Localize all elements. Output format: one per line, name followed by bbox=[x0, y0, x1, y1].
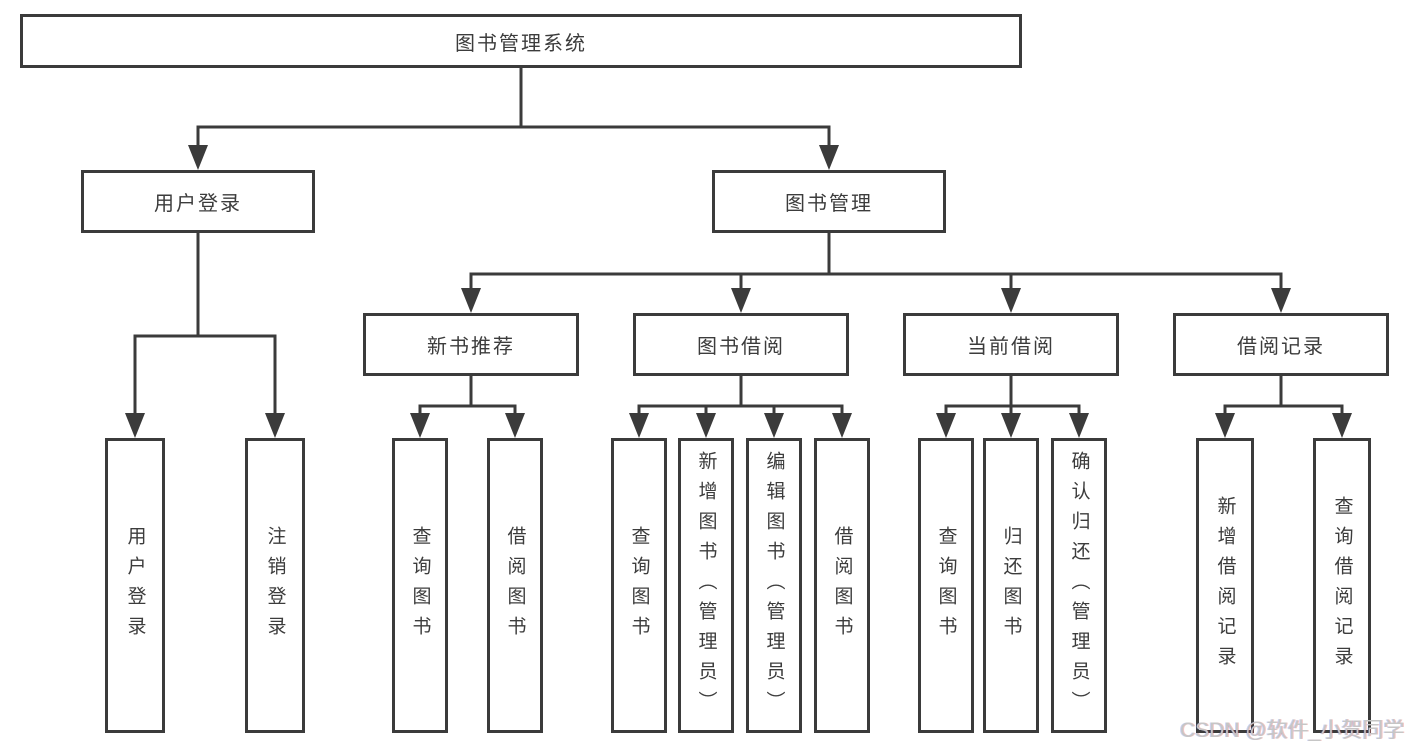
leaf-confirm-return-admin-label: 确认归还（管理员） bbox=[1068, 450, 1090, 721]
leaf-return-books-label: 归还图书 bbox=[1000, 525, 1022, 646]
node-user-login: 用户登录 bbox=[81, 170, 315, 233]
connector-borrow-records-to-leaves bbox=[1215, 374, 1352, 438]
node-new-book-recommend: 新书推荐 bbox=[363, 313, 579, 376]
node-new-book-recommend-label: 新书推荐 bbox=[427, 336, 515, 358]
leaf-borrow-books-label: 借阅图书 bbox=[831, 525, 853, 646]
connector-user-login-to-leaves bbox=[125, 231, 285, 438]
leaf-edit-books-admin: 编辑图书（管理员） bbox=[746, 438, 802, 733]
leaf-query-borrow-record: 查询借阅记录 bbox=[1313, 438, 1371, 733]
node-current-borrow: 当前借阅 bbox=[903, 313, 1119, 376]
node-borrow-records-label: 借阅记录 bbox=[1237, 336, 1325, 358]
node-borrow-records: 借阅记录 bbox=[1173, 313, 1389, 376]
connector-current-borrow-to-leaves bbox=[936, 374, 1089, 438]
leaf-query-books-current-label: 查询图书 bbox=[935, 525, 957, 646]
watermark: CSDN @软件_小贺同学 bbox=[1180, 719, 1405, 742]
leaf-borrow-books-recommend: 借阅图书 bbox=[487, 438, 543, 733]
leaf-query-borrow-record-label: 查询借阅记录 bbox=[1331, 495, 1353, 676]
leaf-query-books-recommend-label: 查询图书 bbox=[409, 525, 431, 646]
node-book-borrow-label: 图书借阅 bbox=[697, 336, 785, 358]
leaf-query-books-current: 查询图书 bbox=[918, 438, 974, 733]
leaf-borrow-books: 借阅图书 bbox=[814, 438, 870, 733]
leaf-add-books-admin-label: 新增图书（管理员） bbox=[695, 450, 717, 721]
node-book-management-label: 图书管理 bbox=[785, 193, 873, 215]
connector-new-book-recommend-to-leaves bbox=[410, 374, 525, 438]
leaf-confirm-return-admin: 确认归还（管理员） bbox=[1051, 438, 1107, 733]
connector-book-mgmt-to-level3 bbox=[461, 231, 1291, 313]
connector-book-borrow-to-leaves bbox=[629, 374, 852, 438]
node-current-borrow-label: 当前借阅 bbox=[967, 336, 1055, 358]
leaf-add-borrow-record-label: 新增借阅记录 bbox=[1214, 495, 1236, 676]
leaf-query-books-recommend: 查询图书 bbox=[392, 438, 448, 733]
node-book-borrow: 图书借阅 bbox=[633, 313, 849, 376]
leaf-user-login-label: 用户登录 bbox=[124, 525, 146, 646]
node-root-label: 图书管理系统 bbox=[455, 32, 587, 55]
connector-root-to-level2 bbox=[188, 66, 839, 170]
leaf-user-login: 用户登录 bbox=[105, 438, 165, 733]
node-root: 图书管理系统 bbox=[20, 14, 1022, 68]
leaf-logout-label: 注销登录 bbox=[264, 525, 286, 646]
leaf-add-books-admin: 新增图书（管理员） bbox=[678, 438, 734, 733]
leaf-logout: 注销登录 bbox=[245, 438, 305, 733]
leaf-query-books-borrow-label: 查询图书 bbox=[628, 525, 650, 646]
node-book-management: 图书管理 bbox=[712, 170, 946, 233]
leaf-return-books: 归还图书 bbox=[983, 438, 1039, 733]
leaf-borrow-books-recommend-label: 借阅图书 bbox=[504, 525, 526, 646]
leaf-add-borrow-record: 新增借阅记录 bbox=[1196, 438, 1254, 733]
node-user-login-label: 用户登录 bbox=[154, 193, 242, 215]
leaf-edit-books-admin-label: 编辑图书（管理员） bbox=[763, 450, 785, 721]
leaf-query-books-borrow: 查询图书 bbox=[611, 438, 667, 733]
